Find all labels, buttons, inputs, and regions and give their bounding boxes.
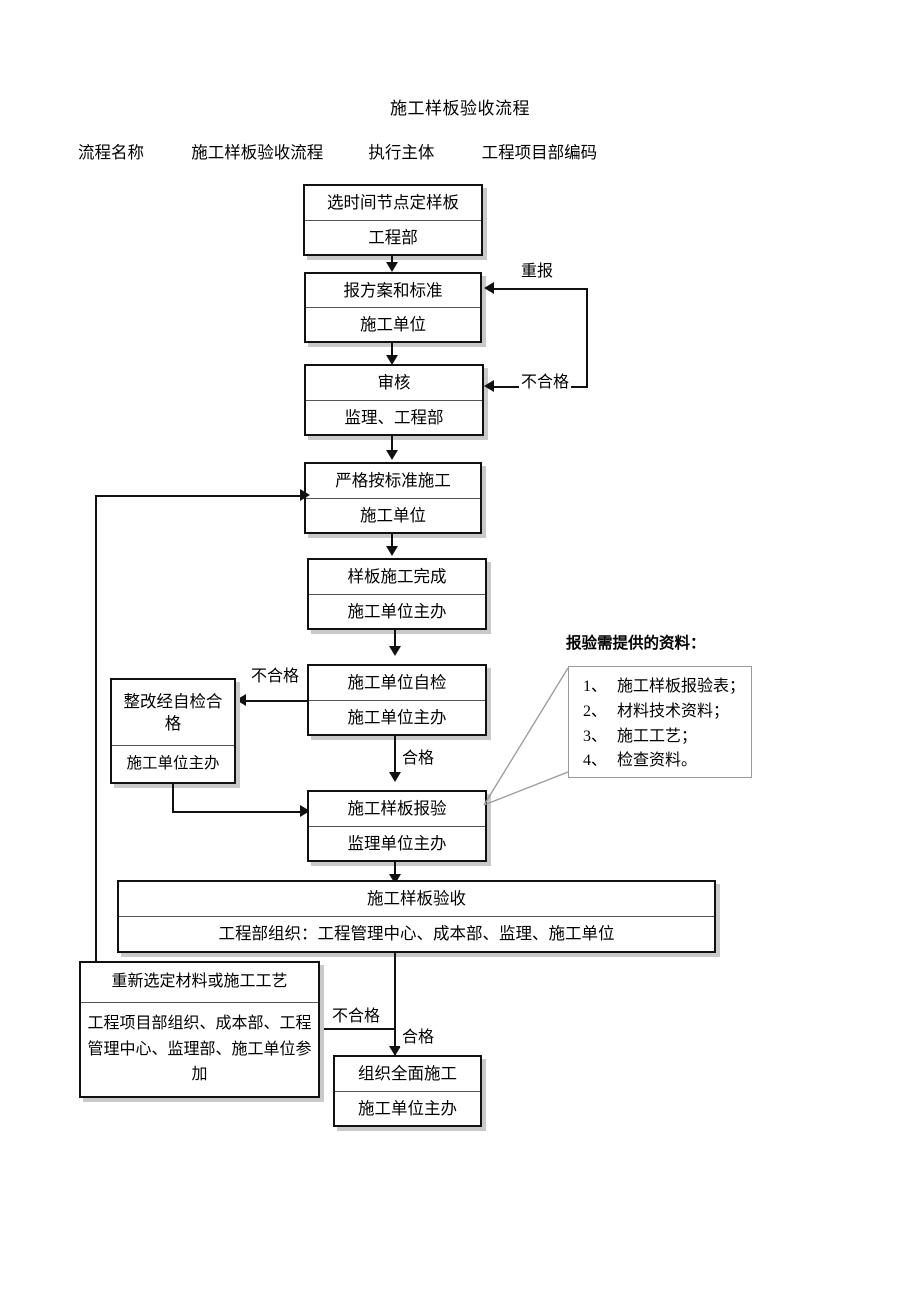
page-title: 施工样板验收流程	[390, 99, 530, 118]
node-title: 选时间节点定样板	[305, 186, 481, 221]
node-title: 报方案和标准	[306, 274, 480, 308]
node-owner: 施工单位主办	[347, 707, 447, 727]
edge-label-resubmit: 重报	[519, 257, 556, 281]
node-owner: 施工单位	[360, 314, 426, 334]
meta-label-owner: 执行主体	[368, 144, 435, 162]
arrow-resubmit	[484, 282, 494, 294]
meta-value-process-name: 施工样板验收流程	[191, 144, 324, 162]
node-owner: 工程部组织：工程管理中心、成本部、监理、施工单位	[218, 924, 615, 944]
meta-row: 流程名称 施工样板验收流程 执行主体 工程项目部编码	[78, 139, 597, 163]
arrow-n5-n6	[389, 646, 401, 656]
connector-fail-acceptance	[320, 1028, 396, 1031]
node-title: 施工样板验收	[119, 882, 714, 917]
meta-value-owner: 工程项目部编码	[481, 144, 598, 162]
arrow-fail-selfcheck	[236, 694, 246, 706]
node-owner: 施工单位主办	[358, 1098, 457, 1118]
connector-n4-n5	[391, 534, 394, 550]
node-title: 样板施工完成	[309, 560, 485, 595]
connector-resubmit-horizontal	[494, 288, 588, 291]
node-owner: 施工单位主办	[126, 755, 220, 773]
arrow-pass-selfcheck	[389, 772, 401, 782]
node-owner: 监理单位主办	[347, 833, 447, 853]
connector-return-left-vertical	[95, 495, 98, 961]
node-reselect-material-or-process[interactable]: 重新选定材料或施工工艺 工程项目部组织、成本部、工程管理中心、监理部、施工单位参…	[79, 961, 320, 1098]
node-sample-inspection-request[interactable]: 施工样板报验 监理单位主办	[307, 790, 487, 862]
arrow-n4-n5	[386, 546, 398, 556]
connector-pass-selfcheck	[394, 736, 397, 778]
callout-item-text: 施工工艺；	[617, 727, 698, 745]
callout-item-number: 1、	[583, 678, 608, 695]
callout-item: 3、施工工艺；	[583, 725, 741, 750]
arrow-n1-n2	[386, 262, 398, 272]
callout-pointer	[483, 667, 569, 806]
edge-label-fail-review: 不合格	[519, 368, 572, 392]
node-owner: 施工单位	[360, 505, 426, 525]
callout-item: 2、材料技术资料；	[583, 700, 741, 725]
node-title: 重新选定材料或施工工艺	[81, 963, 318, 1003]
node-contractor-self-check[interactable]: 施工单位自检 施工单位主办	[307, 664, 487, 736]
callout-item-number: 2、	[583, 702, 608, 720]
connector-fail-selfcheck	[246, 700, 307, 703]
callout-item-text: 检查资料。	[617, 752, 698, 770]
node-title: 施工单位自检	[309, 666, 485, 701]
node-owner: 工程项目部组织、成本部、工程管理中心、监理部、施工单位参加	[87, 1014, 312, 1084]
arrow-return-to-construct	[300, 489, 310, 501]
node-sample-acceptance[interactable]: 施工样板验收 工程部组织：工程管理中心、成本部、监理、施工单位	[117, 880, 716, 953]
callout-item-text: 材料技术资料；	[617, 702, 730, 720]
node-review[interactable]: 审核 监理、工程部	[304, 364, 484, 436]
arrow-n2-n3	[386, 355, 398, 365]
node-title: 组织全面施工	[335, 1057, 480, 1092]
meta-label-process-name: 流程名称	[78, 144, 144, 162]
arrow-n8-n9	[389, 874, 401, 884]
node-title: 整改经自检合格	[112, 680, 234, 746]
callout-title: 报验需提供的资料：	[566, 635, 706, 652]
connector-n7-n8-horizontal	[172, 811, 303, 814]
connector-n1-n2	[391, 256, 394, 264]
node-owner: 施工单位主办	[347, 601, 447, 621]
node-owner: 监理、工程部	[344, 407, 444, 427]
callout-item: 4、检查资料。	[583, 749, 741, 774]
edge-label-fail-selfcheck: 不合格	[249, 662, 302, 686]
edge-label-fail-acceptance: 不合格	[330, 1002, 383, 1026]
node-rectify-self-check-pass[interactable]: 整改经自检合格 施工单位主办	[110, 678, 236, 784]
node-owner: 工程部	[368, 227, 418, 247]
connector-n3-n4	[391, 436, 394, 454]
edge-label-pass-selfcheck: 合格	[400, 744, 437, 768]
connector-return-left-horizontal	[95, 495, 304, 498]
arrow-n3-n4	[386, 450, 398, 460]
node-select-time-node[interactable]: 选时间节点定样板 工程部	[303, 184, 483, 256]
connector-resubmit-vertical	[586, 288, 589, 388]
node-title: 严格按标准施工	[306, 464, 480, 499]
node-title: 审核	[306, 366, 482, 401]
connector-n8-n9	[394, 862, 397, 882]
connector-n5-n6	[394, 630, 397, 652]
arrow-n7-n8	[300, 805, 310, 817]
arrow-fail-review	[484, 380, 494, 392]
node-sample-completed[interactable]: 样板施工完成 施工单位主办	[307, 558, 487, 630]
node-full-scale-construction[interactable]: 组织全面施工 施工单位主办	[333, 1055, 482, 1127]
callout-item-number: 3、	[583, 727, 608, 745]
callout-item: 1、施工样板报验表；	[583, 675, 745, 700]
connector-n2-n3	[391, 343, 394, 358]
arrow-pass-acceptance	[389, 1046, 401, 1056]
connector-n9-trunk	[394, 953, 397, 1055]
connector-n7-n8-vertical	[172, 784, 175, 813]
callout-item-number: 4、	[583, 752, 608, 770]
edge-label-pass-acceptance: 合格	[400, 1023, 437, 1047]
node-title: 施工样板报验	[309, 792, 485, 827]
callout-item-text: 施工样板报验表；	[617, 678, 746, 695]
callout-box: 1、施工样板报验表； 2、材料技术资料； 3、施工工艺； 4、检查资料。	[568, 666, 752, 778]
node-construct-by-standard[interactable]: 严格按标准施工 施工单位	[304, 462, 482, 534]
node-submit-plan-standard[interactable]: 报方案和标准 施工单位	[304, 272, 482, 343]
